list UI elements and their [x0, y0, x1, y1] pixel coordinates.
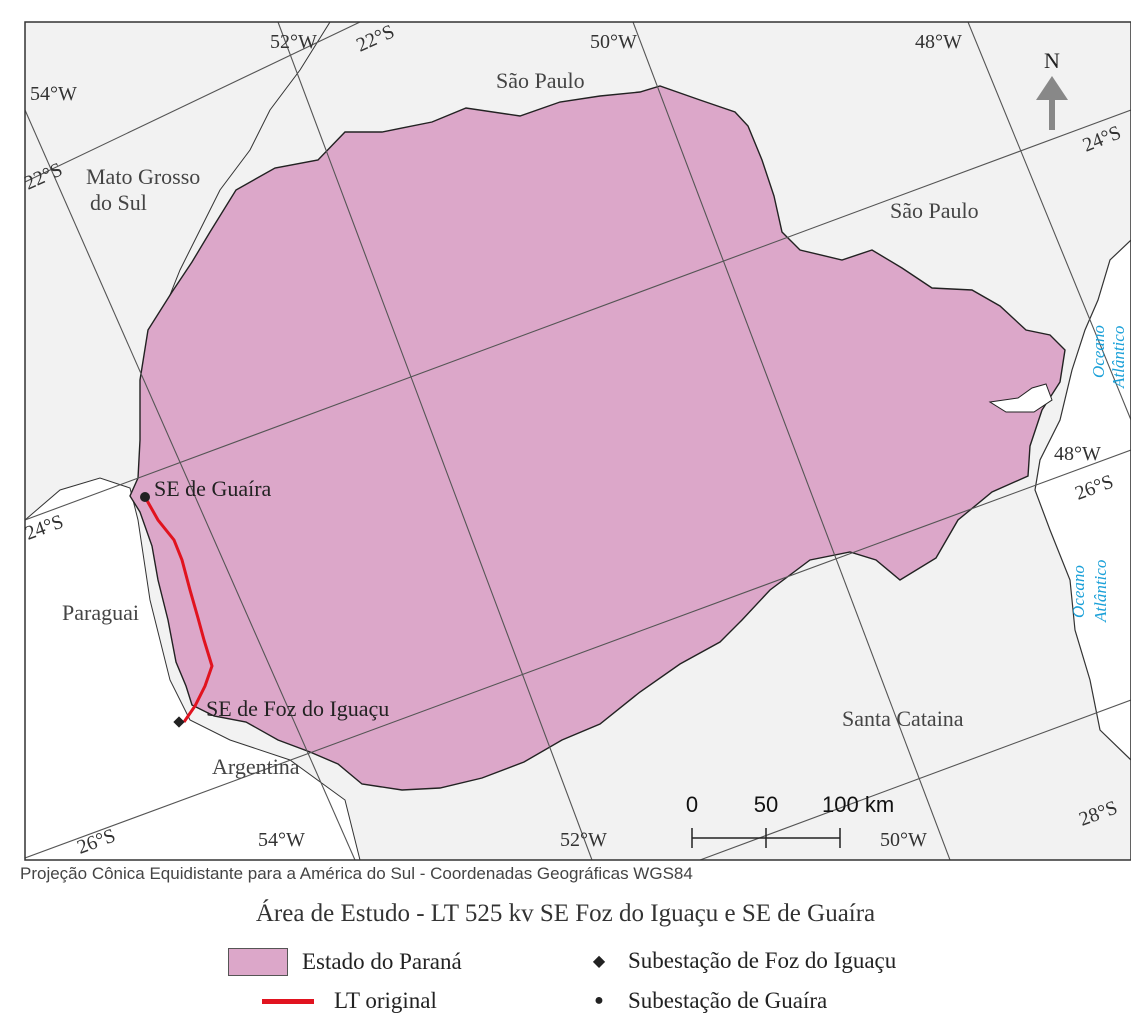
legend-label-lt: LT original — [334, 988, 437, 1013]
transmission-line — [143, 496, 214, 723]
region-label-argentina: Argentina — [212, 754, 300, 779]
north-label: N — [1044, 48, 1060, 73]
region-label-sao-paulo: São Paulo — [890, 198, 979, 223]
scale-bar — [691, 828, 841, 848]
paraguay-argentina-area — [25, 477, 361, 860]
region-label-santa-catarina: Santa Cataina — [842, 706, 964, 731]
substation-label-guaira: SE de Guaíra — [154, 476, 272, 501]
parana-state — [129, 85, 1066, 791]
legend-item-lt: LT original — [258, 988, 437, 1014]
graticule — [25, 22, 1131, 860]
map-title: Área de Estudo - LT 525 kv SE Foz do Igu… — [255, 900, 876, 927]
legend-label-guaira: Subestação de Guaíra — [628, 988, 828, 1013]
projection-note: Projeção Cônica Equidistante para a Amér… — [20, 864, 693, 883]
substation-label-foz: SE de Foz do Iguaçu — [206, 696, 389, 721]
legend-item-parana: Estado do Paraná — [228, 948, 462, 976]
coastal-bay — [988, 383, 1053, 413]
scale-label-zero: 0 — [686, 792, 698, 817]
region-label-mato-grosso: Mato Grosso — [86, 164, 200, 189]
north-arrow-icon — [1036, 76, 1068, 130]
graticule-label: 48°W — [1054, 443, 1101, 465]
legend-swatch-lt — [262, 998, 314, 1004]
graticule-label: 54°W — [258, 829, 305, 851]
legend-swatch-parana — [228, 948, 288, 976]
map-canvas: N 0 50 100 km 52°W 22°S 50°W 48°W 54°W 2… — [21, 21, 1131, 861]
ocean-area — [1034, 239, 1131, 761]
graticule-label: 52°W — [560, 829, 607, 851]
legend-item-guaira: ● Subestação de Guaíra — [588, 988, 827, 1014]
scale-label-end: 100 km — [822, 792, 894, 817]
graticule-label: 50°W — [880, 829, 927, 851]
ocean-label: Oceano — [1069, 565, 1088, 618]
foz-substation-marker — [173, 716, 185, 728]
region-label-sao-paulo: São Paulo — [496, 68, 585, 93]
guaira-substation-marker — [140, 492, 150, 502]
region-label-mato-grosso: do Sul — [90, 190, 147, 215]
region-label-paraguai: Paraguai — [62, 600, 139, 625]
diamond-icon: ◆ — [592, 953, 606, 970]
ocean-label: Oceano — [1089, 325, 1108, 378]
graticule-label: 54°W — [30, 83, 77, 105]
graticule-label: 48°W — [915, 31, 962, 53]
scale-label-mid: 50 — [754, 792, 778, 817]
graticule-label: 50°W — [590, 31, 637, 53]
legend-label-foz: Subestação de Foz do Iguaçu — [628, 948, 897, 973]
dot-icon: ● — [594, 992, 604, 1009]
map-border — [24, 21, 1131, 861]
ocean-label: Atlântico — [1091, 560, 1110, 623]
legend-label-parana: Estado do Paraná — [302, 949, 462, 974]
ocean-label: Atlântico — [1109, 326, 1128, 389]
legend-item-foz: ◆ Subestação de Foz do Iguaçu — [588, 948, 896, 974]
map-frame: N 0 50 100 km 52°W 22°S 50°W 48°W 54°W 2… — [21, 21, 1131, 861]
graticule-label: 52°W — [270, 31, 317, 53]
